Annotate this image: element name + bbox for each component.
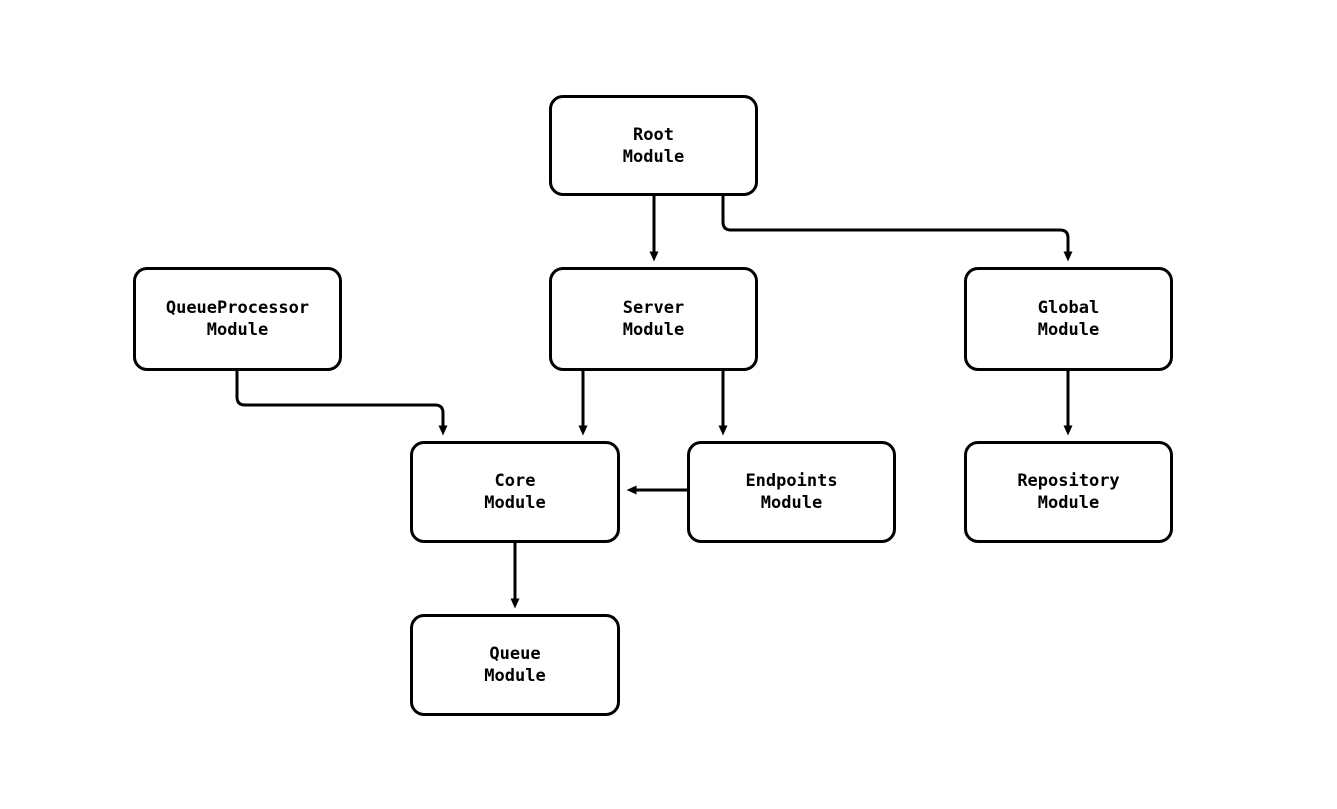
node-queue-module[interactable]: Queue Module <box>410 614 620 716</box>
node-global-module[interactable]: Global Module <box>964 267 1173 371</box>
node-core-module[interactable]: Core Module <box>410 441 620 543</box>
node-queueprocessor-module[interactable]: QueueProcessor Module <box>133 267 342 371</box>
node-core-module-label: Core Module <box>484 471 546 513</box>
node-global-module-label: Global Module <box>1037 298 1100 340</box>
node-root-module-label: Root Module <box>622 124 685 167</box>
node-server-module-label: Server Module <box>622 298 685 340</box>
edge-queueprocessor-to-core <box>235 371 448 436</box>
node-queue-module-label: Queue Module <box>484 644 546 686</box>
node-server-module[interactable]: Server Module <box>549 267 758 371</box>
node-repository-module[interactable]: Repository Module <box>964 441 1173 543</box>
node-endpoints-module[interactable]: Endpoints Module <box>687 441 896 543</box>
node-queueprocessor-module-label: QueueProcessor Module <box>165 298 310 340</box>
node-root-module[interactable]: Root Module <box>549 95 758 196</box>
node-repository-module-label: Repository Module <box>1017 471 1120 513</box>
node-endpoints-module-label: Endpoints Module <box>745 471 838 513</box>
edge-root-to-global <box>721 196 1073 262</box>
